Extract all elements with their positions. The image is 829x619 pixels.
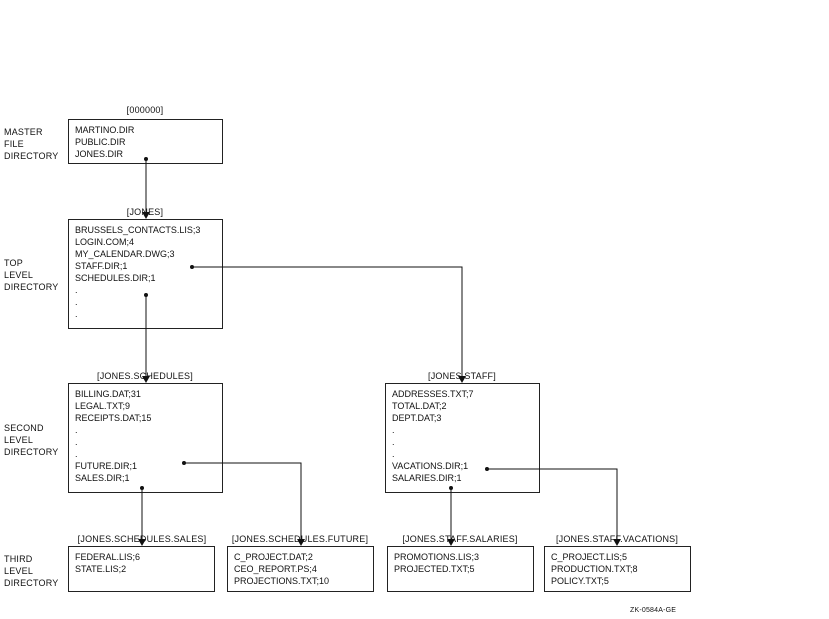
arrow-schedules-to-sales	[138, 486, 146, 546]
dir-box-staff: ADDRESSES.TXT;7 TOTAL.DAT;2 DEPT.DAT;3 .…	[385, 383, 540, 493]
dir-title-salaries: [JONES.STAFF.SALARIES]	[402, 534, 518, 544]
dir-entry: TOTAL.DAT;2	[392, 401, 447, 411]
dir-box-schedules: BILLING.DAT;31 LEGAL.TXT;9 RECEIPTS.DAT;…	[68, 383, 223, 493]
dir-entry: .	[392, 449, 395, 459]
level-label-third: THIRD LEVEL DIRECTORY	[4, 554, 59, 588]
dir-entry: PROJECTIONS.TXT;10	[234, 576, 330, 586]
arrow-staff-to-vacations	[485, 467, 621, 546]
dir-entries-future: C_PROJECT.DAT;2 CEO_REPORT.PS;4 PROJECTI…	[234, 551, 329, 587]
arrow-staff-to-salaries	[447, 486, 455, 546]
dir-entry: .	[75, 437, 78, 447]
dir-entry: PRODUCTION.TXT;8	[551, 564, 638, 574]
dir-entry: RECEIPTS.DAT;15	[75, 413, 152, 423]
figure-id: ZK-0584A-GE	[630, 607, 677, 614]
dir-entry: SALARIES.DIR;1	[392, 473, 462, 483]
dir-entry: PROMOTIONS.LIS;3	[394, 552, 480, 562]
arrow-jones-to-schedules	[142, 293, 150, 383]
dir-box-future: C_PROJECT.DAT;2 CEO_REPORT.PS;4 PROJECTI…	[227, 546, 374, 592]
dir-title-mfd: [000000]	[126, 105, 164, 115]
dir-entry: FEDERAL.LIS;6	[75, 552, 141, 562]
dir-entry: ADDRESSES.TXT;7	[392, 389, 474, 399]
dir-entries-salaries: PROMOTIONS.LIS;3 PROJECTED.TXT;5	[394, 551, 479, 575]
dir-entry: .	[75, 425, 78, 435]
level-label-master: MASTER FILE DIRECTORY	[4, 127, 59, 161]
dir-entry: VACATIONS.DIR;1	[392, 461, 469, 471]
dir-entry: PROJECTED.TXT;5	[394, 564, 475, 574]
arrow-jones-to-staff	[190, 265, 466, 383]
dir-entry: CEO_REPORT.PS;4	[234, 564, 317, 574]
dir-entry: C_PROJECT.LIS;5	[551, 552, 628, 562]
dir-entry: FUTURE.DIR;1	[75, 461, 138, 471]
dir-entry: C_PROJECT.DAT;2	[234, 552, 313, 562]
dir-entry: POLICY.TXT;5	[551, 576, 609, 586]
dir-entry: .	[75, 297, 78, 307]
dir-entry: .	[75, 449, 78, 459]
dir-entries-schedules: BILLING.DAT;31 LEGAL.TXT;9 RECEIPTS.DAT;…	[75, 388, 151, 484]
dir-entry: PUBLIC.DIR	[75, 137, 126, 147]
level-label-top: TOP LEVEL DIRECTORY	[4, 258, 59, 292]
dir-entries-staff: ADDRESSES.TXT;7 TOTAL.DAT;2 DEPT.DAT;3 .…	[392, 388, 474, 484]
dir-entries-jones: BRUSSELS_CONTACTS.LIS;3 LOGIN.COM;4 MY_C…	[75, 224, 200, 320]
dir-entry: .	[392, 425, 395, 435]
level-label-second: SECOND LEVEL DIRECTORY	[4, 423, 59, 457]
dir-entry: STATE.LIS;2	[75, 564, 127, 574]
dir-entry: LOGIN.COM;4	[75, 237, 135, 247]
dir-box-sales: FEDERAL.LIS;6 STATE.LIS;2	[68, 546, 215, 592]
dir-entry: .	[392, 437, 395, 447]
dir-box-salaries: PROMOTIONS.LIS;3 PROJECTED.TXT;5	[387, 546, 534, 592]
dir-entry: .	[75, 285, 78, 295]
dir-entry: MARTINO.DIR	[75, 125, 135, 135]
dir-entry: BRUSSELS_CONTACTS.LIS;3	[75, 225, 201, 235]
dir-entries-vacations: C_PROJECT.LIS;5 PRODUCTION.TXT;8 POLICY.…	[551, 551, 638, 587]
dir-entry: STAFF.DIR;1	[75, 261, 128, 271]
dir-entry: SALES.DIR;1	[75, 473, 130, 483]
dir-entries-sales: FEDERAL.LIS;6 STATE.LIS;2	[75, 551, 140, 575]
arrow-schedules-to-future	[182, 461, 305, 546]
dir-entries-mfd: MARTINO.DIR PUBLIC.DIR JONES.DIR	[75, 124, 134, 160]
dir-entry: JONES.DIR	[75, 149, 124, 159]
dir-box-vacations: C_PROJECT.LIS;5 PRODUCTION.TXT;8 POLICY.…	[544, 546, 691, 592]
dir-entry: MY_CALENDAR.DWG;3	[75, 249, 175, 259]
dir-entry: SCHEDULES.DIR;1	[75, 273, 156, 283]
dir-entry: .	[75, 309, 78, 319]
dir-entry: DEPT.DAT;3	[392, 413, 442, 423]
dir-entry: BILLING.DAT;31	[75, 389, 141, 399]
dir-entry: LEGAL.TXT;9	[75, 401, 131, 411]
arrow-mfd-to-jones	[142, 157, 150, 219]
